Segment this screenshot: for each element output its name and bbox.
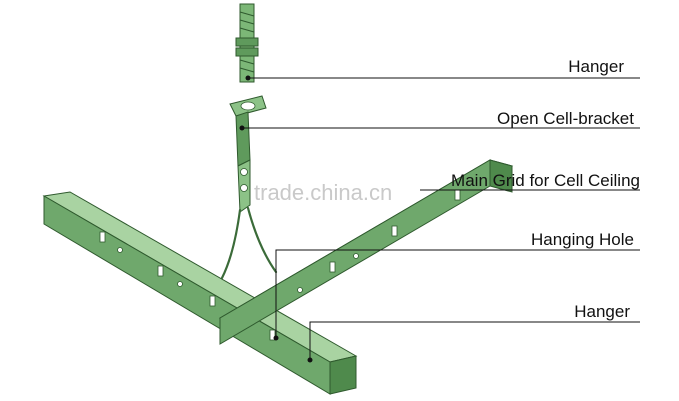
- dot-open-cell-bracket: [239, 125, 245, 131]
- cross-rail: [218, 159, 514, 345]
- open-cell-bracket-part: [220, 95, 278, 280]
- dot-hanging-hole: [273, 335, 279, 341]
- dot-hanger-top: [245, 75, 251, 81]
- watermark: trade.china.cn: [254, 180, 392, 205]
- label-main-grid: Main Grid for Cell Ceiling: [451, 171, 640, 190]
- label-hanger-bottom: Hanger: [574, 302, 630, 321]
- hanger-rod: [235, 3, 259, 83]
- main-rail: [42, 191, 358, 395]
- label-hanging-hole: Hanging Hole: [531, 230, 634, 249]
- leader-lines: [239, 75, 640, 363]
- dot-hanger-bottom: [307, 357, 313, 363]
- label-hanger-top: Hanger: [568, 57, 624, 76]
- leader-hanger-bottom: [309, 321, 640, 360]
- label-open-cell-bracket: Open Cell-bracket: [497, 109, 634, 128]
- leader-hanging-hole: [275, 249, 640, 338]
